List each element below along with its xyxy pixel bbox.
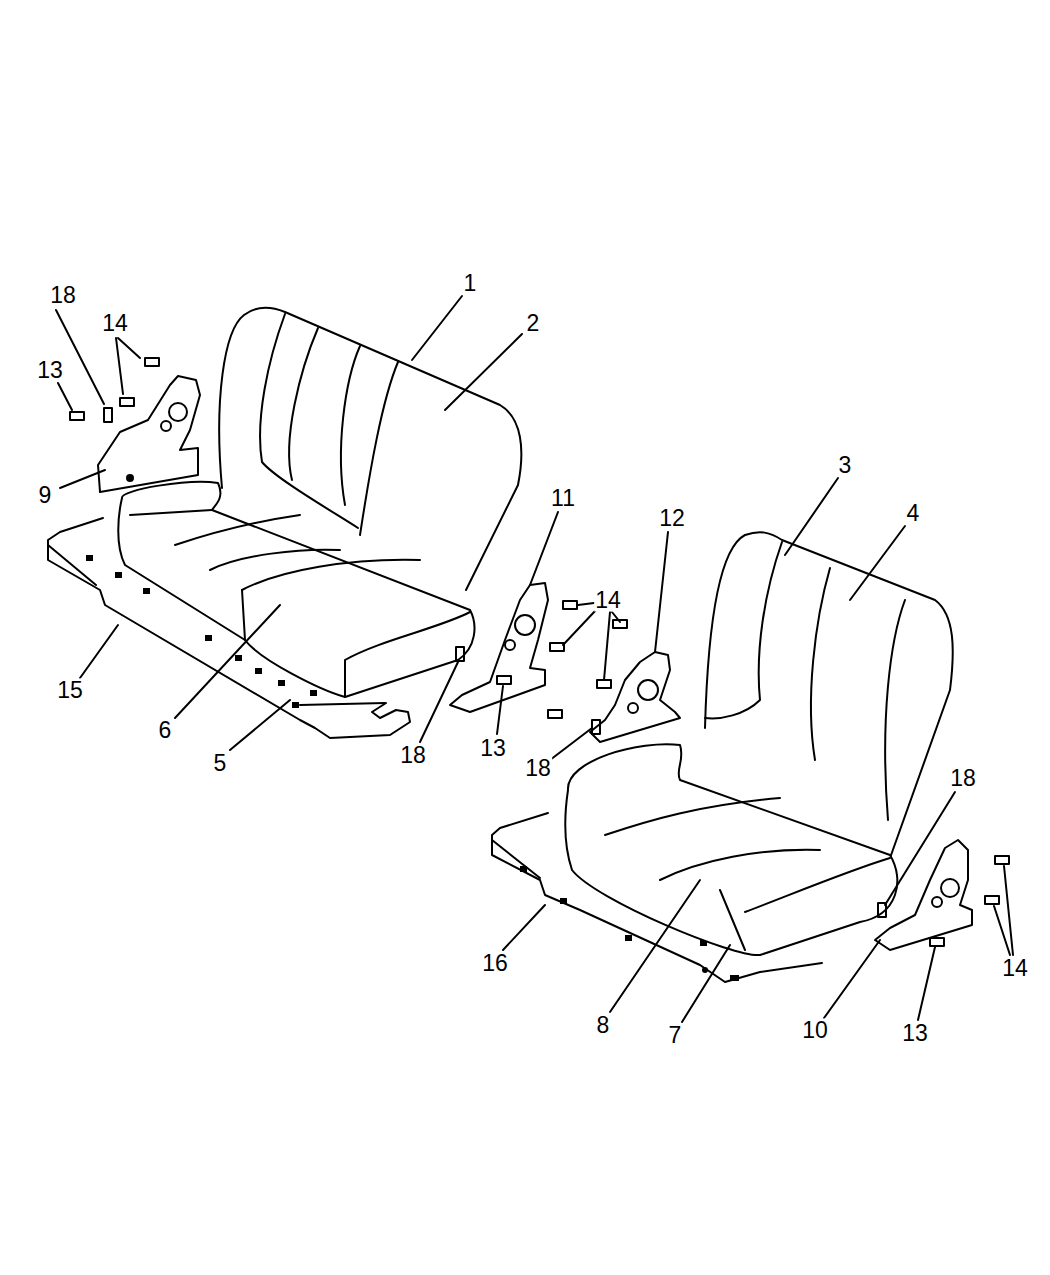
- callout-number: 4: [906, 502, 921, 525]
- callout-number: 8: [596, 1014, 611, 1037]
- callout-number: 14: [101, 312, 129, 335]
- callout-number: 15: [56, 679, 84, 702]
- callout-number: 13: [901, 1022, 929, 1045]
- callout-number: 10: [801, 1019, 829, 1042]
- callout-number: 16: [481, 952, 509, 975]
- callout-number: 11: [550, 487, 576, 510]
- callout-number: 9: [38, 484, 53, 507]
- callout-number: 14: [594, 589, 622, 612]
- callout-number: 1: [463, 272, 478, 295]
- callout-number: 3: [838, 454, 853, 477]
- callout-number: 6: [158, 719, 173, 742]
- callout-number: 12: [658, 507, 686, 530]
- callout-number: 18: [399, 744, 427, 767]
- callout-number: 18: [49, 284, 77, 307]
- callout-number: 13: [479, 737, 507, 760]
- callout-number: 2: [526, 312, 541, 335]
- callout-number: 13: [36, 359, 64, 382]
- callout-number: 5: [213, 752, 228, 775]
- callout-number: 7: [668, 1024, 683, 1047]
- callout-number: 18: [949, 767, 977, 790]
- callout-number: 18: [524, 757, 552, 780]
- callout-number: 14: [1001, 957, 1029, 980]
